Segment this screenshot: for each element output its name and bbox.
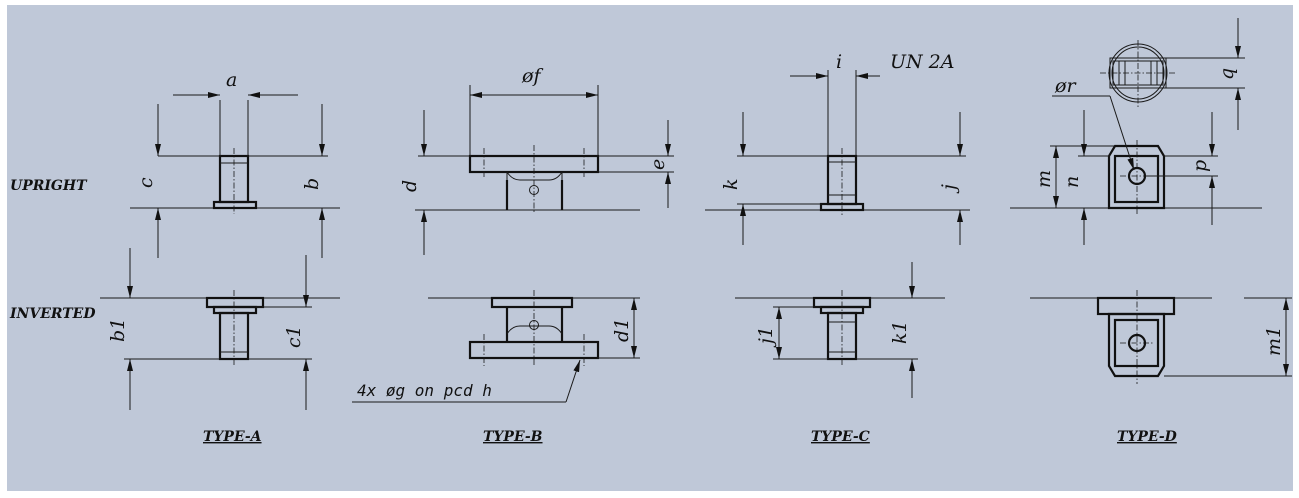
dim-m1: m1: [1263, 326, 1285, 356]
dim-d: d: [399, 180, 421, 192]
dim-r: ør: [1054, 75, 1077, 97]
dim-c1: c1: [283, 325, 305, 348]
type-c-inverted: [735, 262, 945, 398]
dim-p: p: [1189, 160, 1211, 172]
dim-c: c: [135, 177, 157, 188]
dim-a: a: [226, 69, 237, 91]
type-d-upright: [1010, 95, 1262, 245]
type-d-top-view: [1100, 18, 1245, 130]
pcd-note: 4x øg on pcd h: [357, 381, 492, 400]
drawing-background: [7, 5, 1293, 491]
row-label-upright: UPRIGHT: [10, 178, 88, 194]
dim-j1: j1: [755, 326, 777, 348]
dim-m: m: [1033, 170, 1055, 188]
dim-b1: b1: [107, 318, 129, 342]
dim-k: k: [720, 178, 742, 190]
title-type-a: TYPE-A: [203, 429, 262, 445]
dim-d1: d1: [611, 318, 633, 342]
type-b-inverted: [352, 290, 640, 403]
dim-b: b: [301, 178, 323, 190]
dim-q: q: [1216, 68, 1238, 80]
dim-e: e: [647, 159, 669, 170]
dim-k1: k1: [889, 320, 911, 344]
type-c-upright: [705, 70, 970, 245]
dim-j: j: [938, 184, 960, 194]
row-label-inverted: INVERTED: [9, 306, 96, 322]
type-b-upright: [415, 85, 674, 255]
title-type-d: TYPE-D: [1117, 429, 1178, 445]
dim-n: n: [1061, 176, 1083, 188]
title-type-b: TYPE-B: [483, 429, 543, 445]
dim-thread: UN 2A: [890, 51, 955, 73]
type-d-inverted: [1030, 290, 1292, 384]
type-a-inverted: [100, 248, 340, 410]
title-type-c: TYPE-C: [811, 429, 870, 445]
type-a-upright: [130, 92, 340, 258]
dim-f: øf: [521, 65, 543, 87]
dim-i: i: [836, 51, 842, 73]
